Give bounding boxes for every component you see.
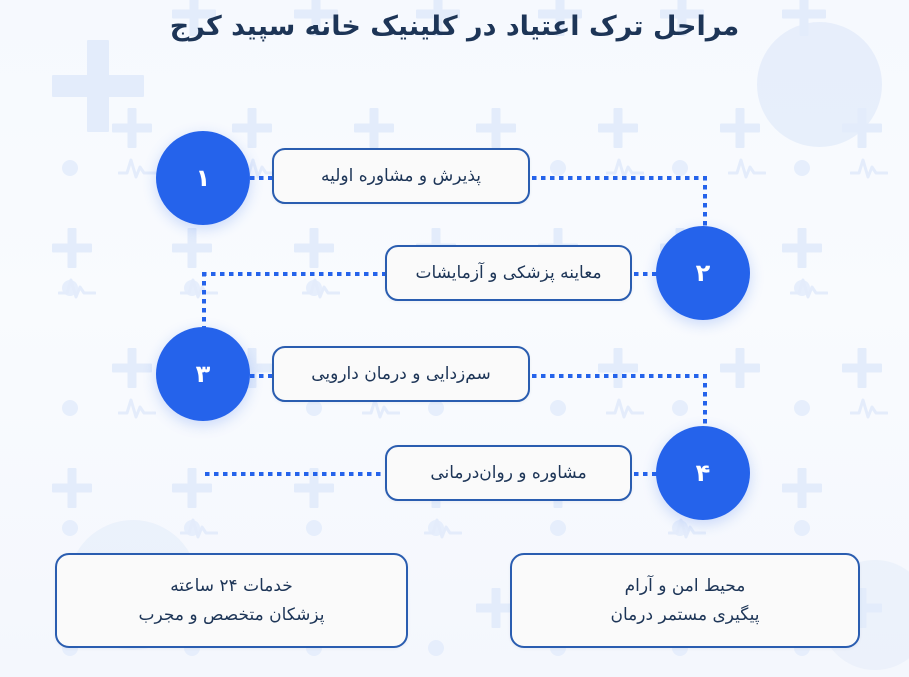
dot-icon [550,520,566,536]
dot-icon [306,400,322,416]
ecg-pulse-icon [850,398,888,419]
step-box-1[interactable]: پذیرش و مشاوره اولیه [272,148,530,204]
ecg-pulse-icon [58,278,96,299]
connector-box3-to-circle4-horizontal [532,374,707,378]
dot-icon [428,520,444,536]
dot-icon [550,400,566,416]
ecg-pulse-icon [302,278,340,299]
connector-circle3-to-box3 [250,374,274,378]
dot-icon [62,520,78,536]
connector-box4-tail [205,472,386,476]
step-box-2[interactable]: معاینه پزشکی و آزمایشات [385,245,632,301]
feature-right-line-2: پیگیری مستمر درمان [610,605,760,625]
step-box-4[interactable]: مشاوره و روان‌درمانی [385,445,632,501]
dot-icon [62,400,78,416]
step-number-4: ۴ [695,459,711,487]
medical-cross-icon [354,108,394,148]
medical-cross-icon [598,348,638,388]
dot-icon [428,640,444,656]
connector-circle1-to-box1 [250,176,274,180]
connector-box1-to-circle2-horizontal [532,176,707,180]
step-circle-1[interactable]: ۱ [156,131,250,225]
medical-cross-icon [52,468,92,508]
dot-icon [62,280,78,296]
ecg-pulse-icon [180,278,218,299]
medical-cross-icon [52,40,144,132]
connector-box3-to-circle4-vertical [703,374,707,430]
ecg-pulse-icon [790,278,828,299]
medical-cross-icon [112,108,152,148]
connector-box2-to-circle3-vertical [202,272,206,330]
dot-icon [184,520,200,536]
step-number-2: ۲ [695,259,711,287]
dot-icon [62,160,78,176]
ecg-pulse-icon [850,158,888,179]
step-label-3: سم‌زدایی و درمان دارویی [311,364,491,384]
medical-cross-icon [172,228,212,268]
dot-icon [672,400,688,416]
step-circle-2[interactable]: ۲ [656,226,750,320]
feature-left-line-2: پزشکان متخصص و مجرب [138,605,325,625]
step-number-1: ۱ [195,164,211,192]
dot-icon [794,520,810,536]
connector-box2-to-circle3-horizontal [202,272,386,276]
medical-cross-icon [232,108,272,148]
step-label-2: معاینه پزشکی و آزمایشات [415,263,602,283]
medical-cross-icon [842,348,882,388]
medical-cross-icon [598,108,638,148]
ecg-pulse-icon [118,158,156,179]
medical-cross-icon [782,228,822,268]
ecg-pulse-icon [118,398,156,419]
dot-icon [306,280,322,296]
medical-cross-icon [112,348,152,388]
ecg-pulse-icon [606,398,644,419]
dot-icon [794,280,810,296]
connector-circle2-to-box2 [634,272,658,276]
dot-icon [794,400,810,416]
medical-cross-icon [842,108,882,148]
page-title: مراحل ترک اعتیاد در کلینیک خانه سپید کرج [169,11,740,42]
step-label-1: پذیرش و مشاوره اولیه [320,166,482,186]
medical-cross-icon [52,228,92,268]
connector-box1-to-circle2-vertical [703,176,707,232]
dot-icon [550,160,566,176]
medical-cross-icon [782,468,822,508]
dot-icon [672,160,688,176]
step-label-4: مشاوره و روان‌درمانی [430,463,587,483]
step-number-3: ۳ [195,360,211,388]
dot-icon [794,160,810,176]
dot-icon [306,520,322,536]
feature-left-line-1: خدمات ۲۴ ساعته [170,576,293,596]
feature-card-right[interactable]: محیط امن و آرام پیگیری مستمر درمان [510,553,860,648]
ecg-pulse-icon [424,518,462,539]
feature-right-line-1: محیط امن و آرام [624,576,746,596]
dot-icon [428,400,444,416]
ecg-pulse-icon [728,158,766,179]
dot-icon [672,520,688,536]
step-box-3[interactable]: سم‌زدایی و درمان دارویی [272,346,530,402]
medical-cross-icon [720,348,760,388]
connector-circle4-to-box4 [634,472,658,476]
ecg-pulse-icon [180,518,218,539]
medical-cross-icon [720,108,760,148]
feature-card-left[interactable]: خدمات ۲۴ ساعته پزشکان متخصص و مجرب [55,553,408,648]
step-circle-4[interactable]: ۴ [656,426,750,520]
dot-icon [184,280,200,296]
medical-cross-icon [294,228,334,268]
medical-cross-icon [476,108,516,148]
step-circle-3[interactable]: ۳ [156,327,250,421]
